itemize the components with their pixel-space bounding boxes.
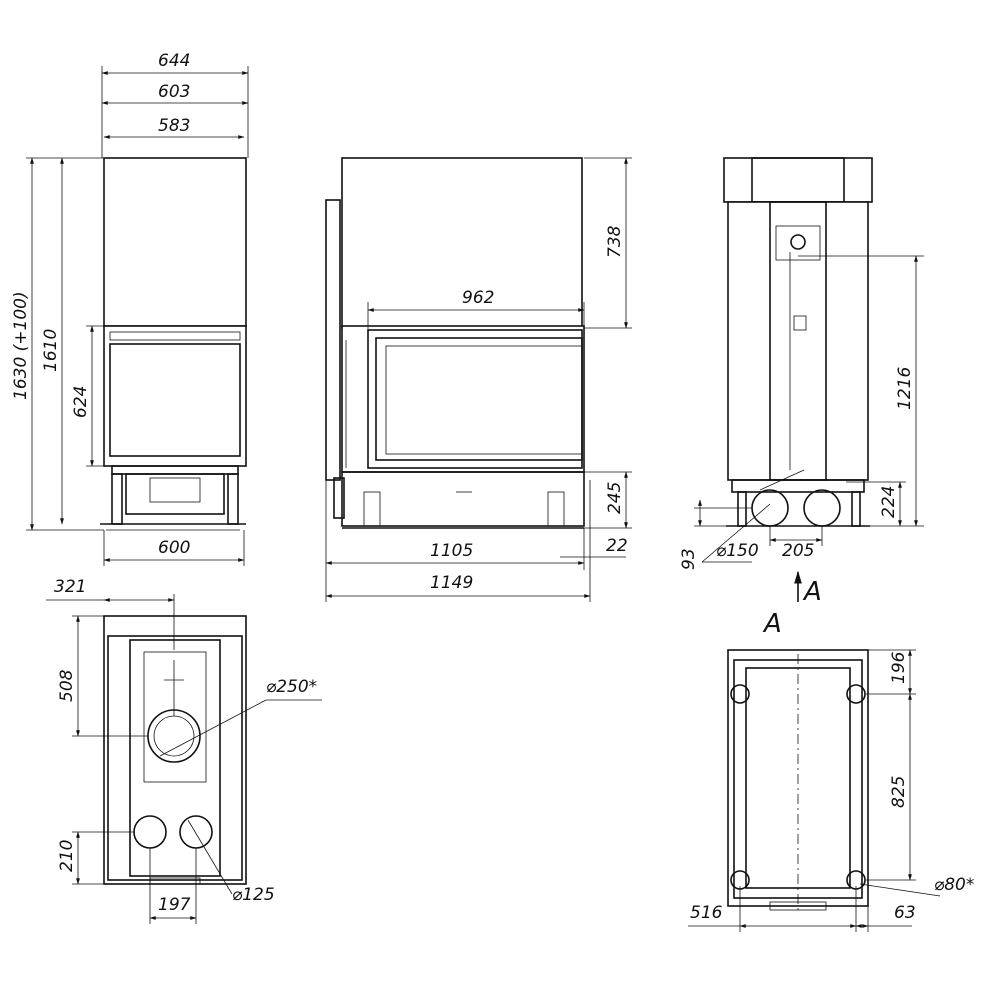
side-total-width: 1149 xyxy=(430,573,473,593)
bottom-foot-diameter: ⌀80* xyxy=(934,875,974,895)
bottom-section-marker: A xyxy=(762,609,782,639)
top-inlet-offset: 210 xyxy=(57,840,77,872)
side-upper-height: 738 xyxy=(605,225,625,258)
rear-inlet-diameter: ⌀150 xyxy=(716,541,759,561)
front-base-width: 600 xyxy=(158,538,190,558)
rear-inlet-spacing: 205 xyxy=(782,541,814,561)
top-flue-diameter: ⌀250* xyxy=(266,677,317,697)
bottom-foot-spacing: 825 xyxy=(889,776,909,808)
front-view: 644 603 583 1630 (+100) 1610 624 600 xyxy=(11,51,249,566)
bottom-width: 516 xyxy=(690,903,723,923)
rear-flue-height: 1216 xyxy=(895,367,915,410)
front-width-total: 644 xyxy=(158,51,190,71)
rear-inlet-height: 224 xyxy=(879,486,899,518)
side-view: 738 962 245 1105 22 1149 xyxy=(325,157,632,602)
rear-bottom-offset: 93 xyxy=(679,548,699,570)
bottom-view: A 196 825 ⌀80* 516 63 xyxy=(688,609,974,932)
side-glass-width: 962 xyxy=(462,288,494,308)
front-height-body: 1610 xyxy=(41,329,61,372)
bottom-foot-offset-top: 196 xyxy=(889,651,909,684)
side-base-height: 245 xyxy=(605,482,625,514)
front-width-mid: 603 xyxy=(158,82,190,102)
side-body-width: 1105 xyxy=(430,541,473,561)
front-height-total: 1630 (+100) xyxy=(11,291,31,400)
front-height-door: 624 xyxy=(71,386,91,418)
rear-view: 1216 224 93 ⌀150 205 A xyxy=(679,157,924,607)
top-inlet-spacing: 197 xyxy=(158,895,191,915)
top-offset-x: 321 xyxy=(54,577,86,597)
top-inlet-diameter: ⌀125 xyxy=(232,885,275,905)
rear-section-marker: A xyxy=(802,577,822,607)
top-view: 321 508 ⌀250* 210 197 ⌀125 xyxy=(46,577,322,924)
side-offset: 22 xyxy=(606,536,628,556)
front-width-inner: 583 xyxy=(158,116,190,136)
bottom-edge-offset: 63 xyxy=(894,903,916,923)
top-flue-offset: 508 xyxy=(57,669,77,702)
